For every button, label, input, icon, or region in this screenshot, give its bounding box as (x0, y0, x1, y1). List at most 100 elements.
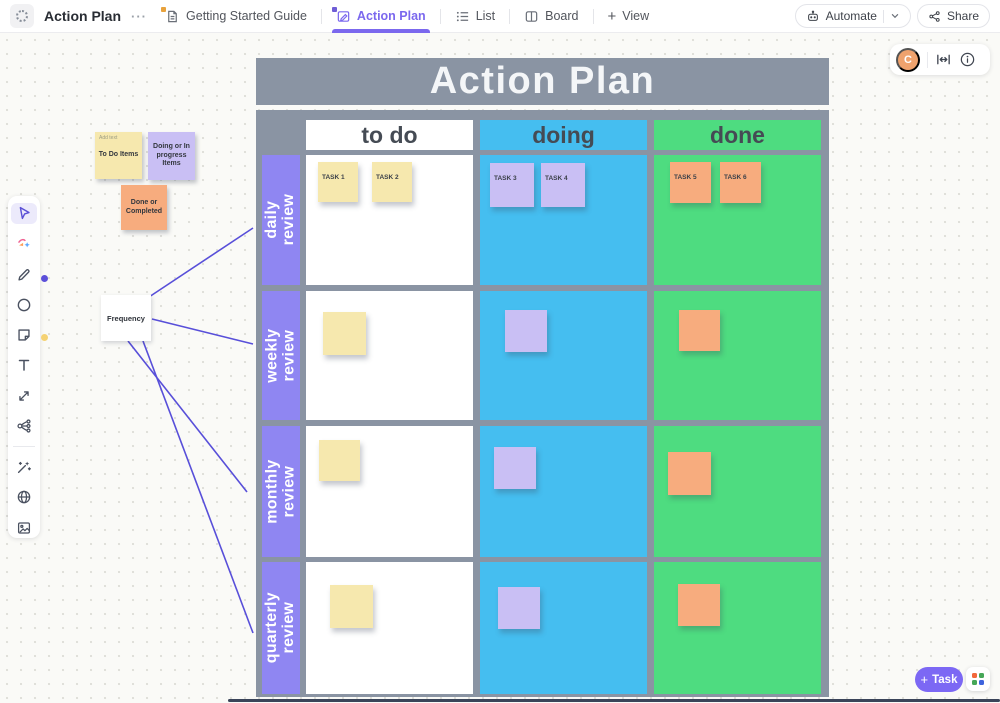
tab-list[interactable]: List (447, 0, 503, 33)
image-icon (17, 522, 31, 534)
avatar[interactable]: C (896, 47, 920, 72)
blank-sticky[interactable] (494, 447, 536, 489)
chevron-down-icon (891, 13, 899, 19)
task-sticky[interactable]: TASK 5 (670, 162, 711, 203)
tab-board[interactable]: Board (516, 0, 586, 33)
web-embed-tool[interactable] (11, 487, 37, 508)
template-badge (331, 6, 337, 12)
board-title: Action Plan (429, 60, 656, 102)
column-header-done[interactable]: done (654, 120, 821, 150)
tab-label: Board (545, 9, 579, 23)
row-label-weekly-review[interactable]: weekly review (262, 291, 300, 420)
blank-sticky[interactable] (330, 585, 373, 628)
blank-sticky[interactable] (319, 440, 360, 481)
fit-width-icon (937, 54, 950, 65)
blank-sticky[interactable] (323, 312, 366, 355)
top-header: Action Plan ··· Getting Started Guide Ac… (0, 0, 1000, 33)
canvas-actions-toolbar: C (890, 44, 990, 75)
frequency-node[interactable]: Frequency (101, 295, 151, 341)
plus-icon: + (920, 672, 929, 687)
select-tool[interactable] (11, 203, 37, 224)
board-title-bar[interactable]: Action Plan (256, 58, 829, 105)
divider (439, 8, 441, 24)
magic-wand-icon (17, 461, 31, 473)
apps-grid-icon (972, 673, 984, 685)
image-tool[interactable] (11, 517, 37, 538)
globe-icon (17, 490, 31, 504)
fit-to-width-button[interactable] (935, 51, 952, 68)
share-label: Share (946, 9, 979, 23)
text-tool[interactable] (11, 355, 37, 376)
template-badge (161, 6, 167, 12)
cell-quarterly-done[interactable] (654, 562, 821, 694)
drawing-toolbar (8, 196, 40, 538)
mind-map-tool[interactable] (11, 416, 37, 437)
row-label-monthly-review[interactable]: monthly review (262, 426, 300, 557)
cell-monthly-doing[interactable] (480, 426, 647, 557)
column-header-doing[interactable]: doing (480, 120, 647, 150)
task-sticky[interactable]: TASK 1 (318, 162, 358, 202)
blank-sticky[interactable] (679, 310, 720, 351)
divider (927, 51, 928, 68)
blank-sticky[interactable] (498, 587, 540, 629)
blank-sticky[interactable] (668, 452, 711, 495)
column-header-todo[interactable]: to do (306, 120, 473, 150)
legend-note-todo[interactable]: Add text To Do Items (95, 132, 142, 179)
task-sticky[interactable]: TASK 2 (372, 162, 412, 202)
row-label-daily-review[interactable]: daily review (262, 155, 300, 285)
apps-grid-button[interactable] (966, 667, 990, 691)
share-button[interactable]: Share (916, 4, 990, 28)
cell-weekly-todo[interactable] (306, 291, 473, 420)
divider (592, 8, 594, 24)
row-label-quarterly-review[interactable]: quarterly review (262, 562, 300, 694)
circle-icon (17, 298, 31, 311)
info-button[interactable] (959, 51, 976, 68)
tab-label: Action Plan (356, 9, 426, 23)
info-icon (960, 52, 975, 67)
pen-color-dot (41, 275, 48, 282)
more-options-button[interactable]: ··· (131, 8, 148, 24)
sticky-note-icon (18, 329, 30, 341)
automate-label: Automate (825, 9, 877, 23)
share-icon (929, 10, 940, 22)
shape-tool[interactable] (11, 294, 37, 315)
divider (509, 8, 511, 24)
sticky-color-dot (41, 334, 48, 341)
add-task-button[interactable]: + Task (915, 667, 963, 692)
divider (882, 9, 884, 23)
ai-cards-tool[interactable] (11, 233, 37, 254)
tab-label: View (622, 9, 650, 23)
mind-map-icon (17, 419, 31, 433)
task-sticky[interactable]: TASK 3 (490, 163, 534, 207)
workspace-loading-button[interactable] (10, 4, 34, 28)
active-tab-underline (331, 29, 430, 33)
sticky-note-tool[interactable] (11, 325, 37, 346)
magic-wand-tool[interactable] (11, 456, 37, 477)
page-title: Action Plan (44, 8, 122, 24)
robot-icon (807, 10, 818, 21)
plus-icon: + (607, 7, 617, 25)
add-view-button[interactable]: + View (600, 0, 658, 33)
tab-label: Getting Started Guide (186, 9, 307, 23)
pen-icon (18, 269, 30, 281)
text-icon (18, 360, 30, 372)
divider (13, 446, 35, 447)
horizontal-scrollbar[interactable] (228, 699, 1000, 702)
legend-note-doing[interactable]: Doing or In progress Items (148, 132, 195, 180)
ai-cards-icon (17, 238, 30, 248)
task-sticky[interactable]: TASK 6 (720, 162, 761, 203)
pen-tool[interactable] (11, 264, 37, 285)
blank-sticky[interactable] (678, 584, 720, 626)
spinner-icon (16, 10, 28, 22)
tab-action-plan[interactable]: Action Plan (328, 0, 434, 33)
tab-getting-started-guide[interactable]: Getting Started Guide (157, 0, 315, 33)
legend-note-done[interactable]: Done or Completed (121, 185, 167, 230)
task-sticky[interactable]: TASK 4 (541, 163, 585, 207)
cell-quarterly-todo[interactable] (306, 562, 473, 694)
blank-sticky[interactable] (505, 310, 547, 352)
tab-label: List (475, 9, 496, 23)
automate-button[interactable]: Automate (794, 4, 911, 28)
add-text-hint: Add text (99, 135, 118, 141)
connector-tool[interactable] (11, 385, 37, 406)
document-icon (168, 10, 177, 22)
